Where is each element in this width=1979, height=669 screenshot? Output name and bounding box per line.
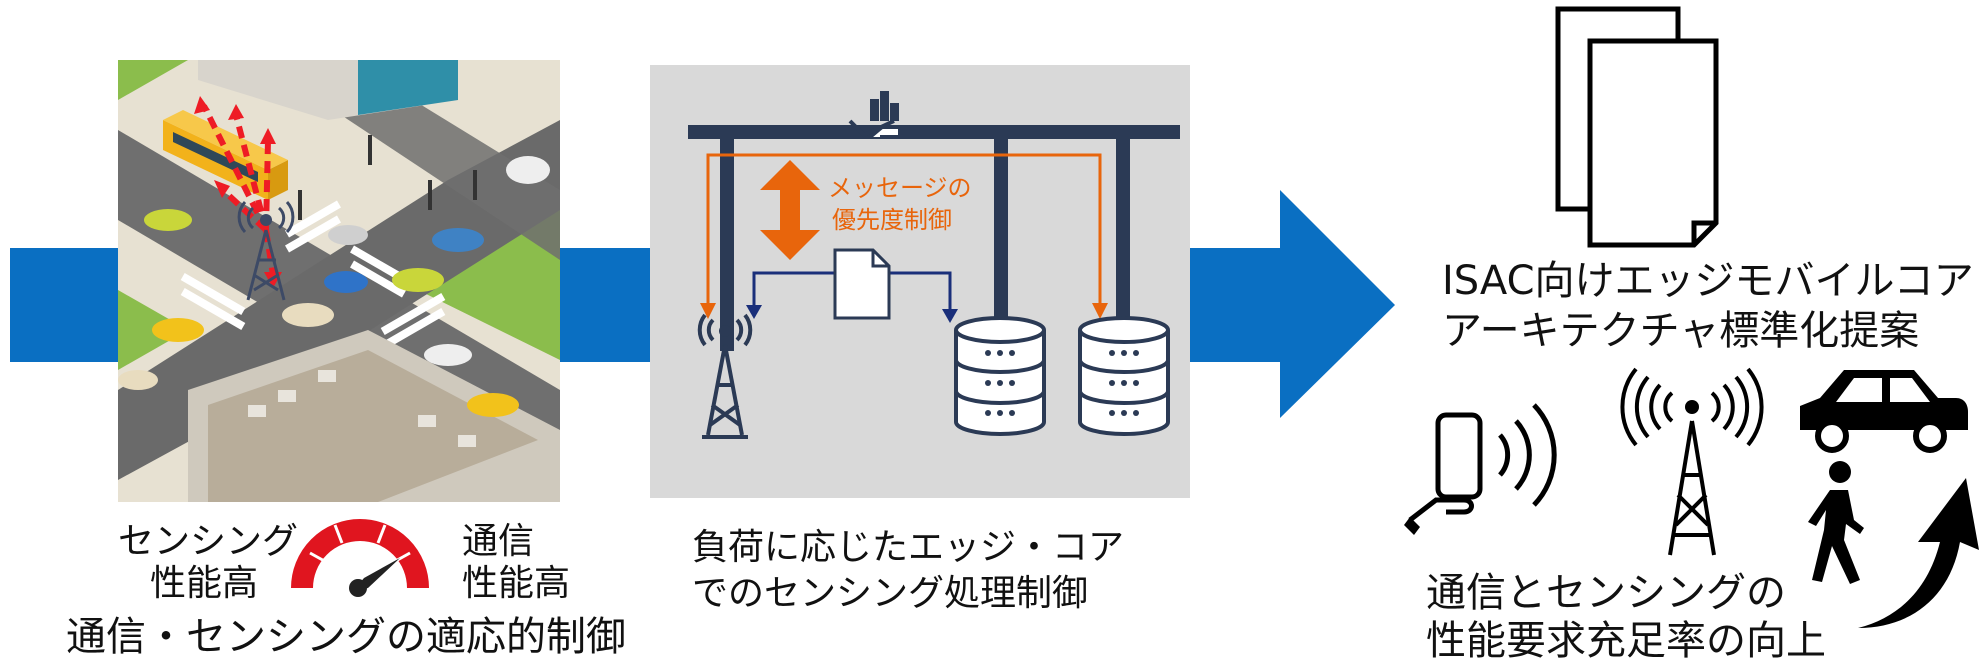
right-caption-1: 通信とセンシングの <box>1426 570 1786 616</box>
gauge-comm-label: 通信 <box>462 521 535 562</box>
priority-label-1: メッセージの <box>828 174 972 202</box>
smartphone-in-hand-icon <box>1404 403 1557 535</box>
edge-core-diagram-panel: メッセージの 優先度制御 <box>650 65 1190 498</box>
document-icon <box>833 248 891 320</box>
gauge-comm-level: 性能高 <box>462 563 571 604</box>
gauge-sensing-label: センシング <box>118 521 299 562</box>
traffic-light-icon <box>298 135 477 220</box>
antenna-tower-icon <box>697 313 753 439</box>
right-title-2: アーキテクチャ標準化提案 <box>1442 308 1920 354</box>
radio-waves-icon <box>1498 403 1557 507</box>
antenna-tower-icon <box>1620 367 1764 556</box>
antenna-tower-icon <box>237 200 295 301</box>
left-panel-caption: 通信・センシングの適応的制御 <box>66 614 626 660</box>
right-title-1: ISAC向けエッジモバイルコア <box>1442 258 1974 304</box>
documents-icon <box>1555 6 1719 248</box>
car-icon <box>1800 370 1968 453</box>
pedestrian-icon <box>1808 461 1864 584</box>
middle-caption-1: 負荷に応じたエッジ・コア <box>692 527 1125 568</box>
database-icon <box>954 316 1046 436</box>
database-icon <box>1078 316 1170 436</box>
middle-caption-2: でのセンシング処理制御 <box>692 573 1089 614</box>
performance-gauge-icon <box>291 519 429 597</box>
flow-arrowhead <box>1280 190 1395 418</box>
priority-label-2: 優先度制御 <box>832 206 952 234</box>
priority-double-arrow <box>760 160 820 260</box>
car-icon <box>118 156 550 417</box>
hand-with-chart-icon <box>840 91 902 139</box>
gauge-sensing-level: 性能高 <box>150 563 259 604</box>
upward-curved-arrow-icon <box>1858 478 1979 628</box>
city-illustration <box>118 60 560 502</box>
right-caption-2: 性能要求充足率の向上 <box>1426 618 1826 664</box>
